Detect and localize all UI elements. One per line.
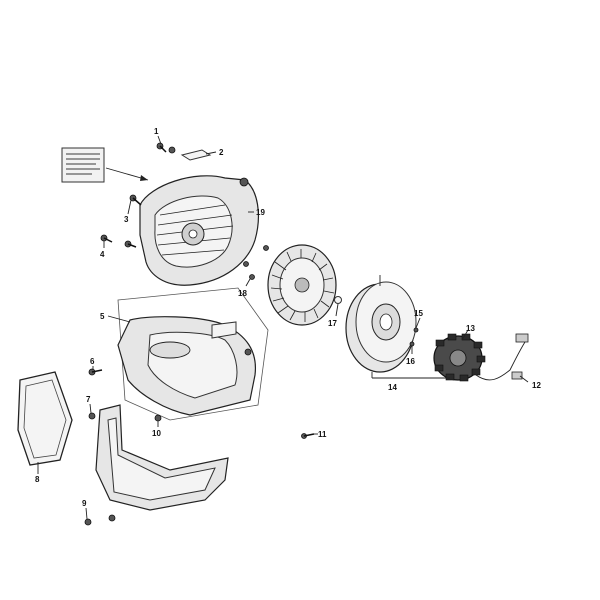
misc-bolts — [88, 368, 315, 439]
callout-6: 6 — [90, 357, 95, 366]
stator — [433, 333, 529, 382]
callout-5: 5 — [100, 312, 105, 321]
callout-17: 17 — [328, 319, 337, 328]
callout-16: 16 — [406, 357, 415, 366]
cooling-fan — [243, 244, 342, 326]
fan-cover — [139, 175, 260, 286]
callout-11: 11 — [318, 430, 327, 439]
flywheel — [345, 281, 419, 373]
warning-label-decal — [61, 147, 149, 183]
shroud-assembly — [117, 287, 269, 421]
callout-18: 18 — [238, 289, 247, 298]
callout-8: 8 — [35, 475, 40, 484]
callout-13: 13 — [466, 324, 475, 333]
callout-10: 10 — [152, 429, 161, 438]
leader-lines — [37, 135, 529, 520]
callout-2: 2 — [219, 148, 224, 157]
callout-4: 4 — [100, 250, 105, 259]
callout-14: 14 — [388, 383, 397, 392]
callout-19: 19 — [256, 208, 265, 217]
callout-7: 7 — [86, 395, 91, 404]
side-gasket — [17, 371, 73, 466]
callout-numbers: 1 2 3 4 5 6 7 8 9 10 11 12 13 14 15 16 1… — [35, 127, 541, 508]
callout-1: 1 — [154, 127, 159, 136]
callout-9: 9 — [82, 499, 87, 508]
callout-15: 15 — [414, 309, 423, 318]
callout-12: 12 — [532, 381, 541, 390]
cover-bolts — [100, 142, 212, 248]
callout-3: 3 — [124, 215, 129, 224]
lower-shroud — [84, 404, 229, 526]
